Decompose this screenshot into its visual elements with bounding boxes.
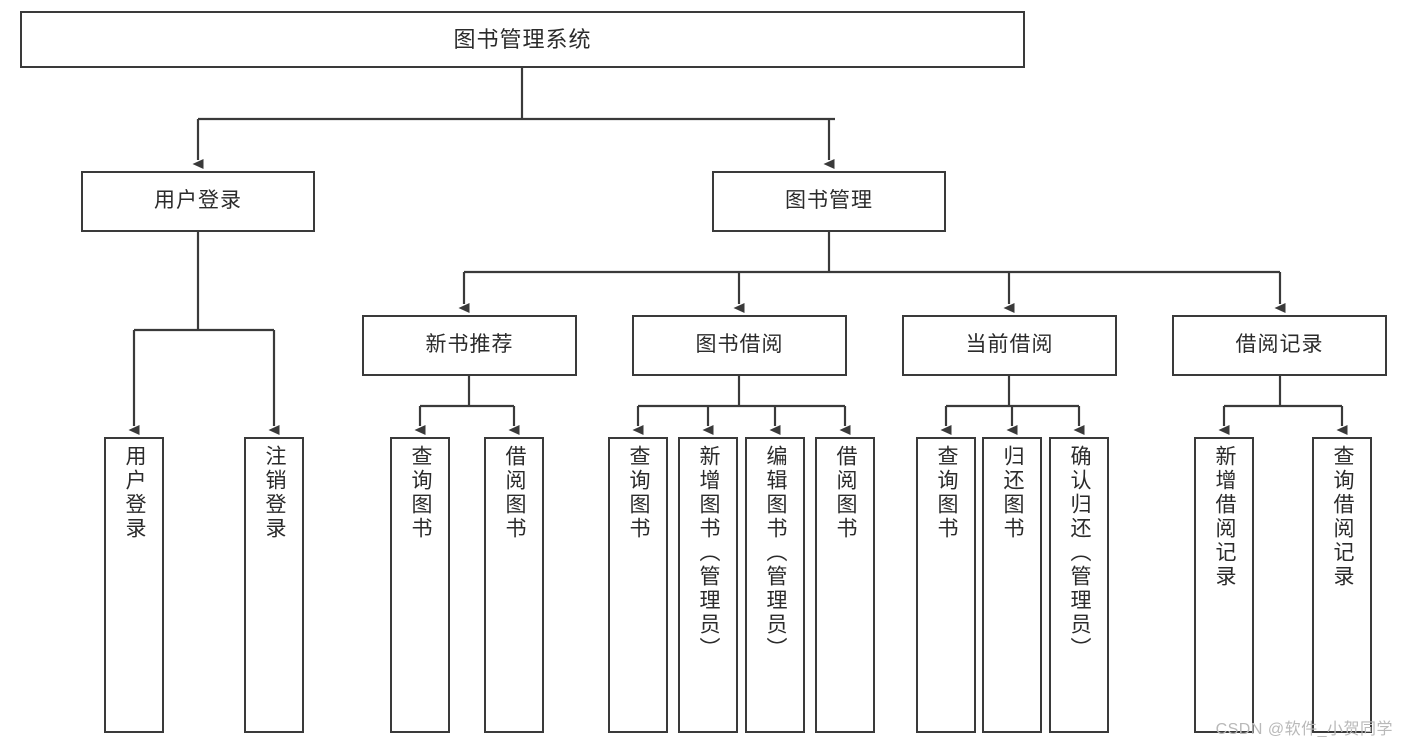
- node-book-manage[interactable]: 图书管理: [712, 171, 946, 232]
- node-leaf-logout[interactable]: 注销登录: [244, 437, 304, 733]
- node-label: 查询图书: [409, 445, 433, 541]
- node-label: 注销登录: [263, 445, 287, 541]
- node-leaf-add-book[interactable]: 新增图书（管理员）: [678, 437, 738, 733]
- node-label: 借阅图书: [503, 445, 527, 541]
- node-leaf-borrow-book[interactable]: 借阅图书: [815, 437, 875, 733]
- node-leaf-user-login[interactable]: 用户登录: [104, 437, 164, 733]
- node-leaf-query-book-current[interactable]: 查询图书: [916, 437, 976, 733]
- node-label: 新书推荐: [425, 333, 514, 357]
- node-label: 图书借阅: [695, 333, 784, 357]
- node-root-system[interactable]: 图书管理系统: [20, 11, 1025, 68]
- node-label: 编辑图书（管理员）: [764, 445, 788, 661]
- node-label: 用户登录: [123, 445, 147, 541]
- csdn-watermark: CSDN @软件_小贺同学: [1215, 721, 1393, 738]
- node-label: 借阅图书: [834, 445, 858, 541]
- node-current-borrow[interactable]: 当前借阅: [902, 315, 1117, 376]
- node-label: 确认归还（管理员）: [1068, 445, 1092, 661]
- node-label: 查询图书: [935, 445, 959, 541]
- node-label: 新增借阅记录: [1213, 445, 1237, 589]
- node-label: 借阅记录: [1235, 333, 1324, 357]
- node-new-book-recommend[interactable]: 新书推荐: [362, 315, 577, 376]
- node-label: 用户登录: [154, 189, 242, 213]
- node-leaf-query-book-recommend[interactable]: 查询图书: [390, 437, 450, 733]
- node-label: 查询图书: [627, 445, 651, 541]
- node-borrow-record[interactable]: 借阅记录: [1172, 315, 1387, 376]
- node-leaf-edit-book[interactable]: 编辑图书（管理员）: [745, 437, 805, 733]
- node-label: 新增图书（管理员）: [697, 445, 721, 661]
- node-user-login[interactable]: 用户登录: [81, 171, 315, 232]
- node-label: 查询借阅记录: [1331, 445, 1355, 589]
- node-leaf-query-book-borrow[interactable]: 查询图书: [608, 437, 668, 733]
- node-book-borrow[interactable]: 图书借阅: [632, 315, 847, 376]
- node-leaf-query-borrow-record[interactable]: 查询借阅记录: [1312, 437, 1372, 733]
- node-label: 图书管理系统: [453, 26, 592, 52]
- node-label: 归还图书: [1001, 445, 1025, 541]
- node-label: 图书管理: [785, 189, 873, 213]
- node-leaf-borrow-book-recommend[interactable]: 借阅图书: [484, 437, 544, 733]
- node-leaf-add-borrow-record[interactable]: 新增借阅记录: [1194, 437, 1254, 733]
- node-leaf-return-book[interactable]: 归还图书: [982, 437, 1042, 733]
- node-leaf-confirm-return[interactable]: 确认归还（管理员）: [1049, 437, 1109, 733]
- node-label: 当前借阅: [965, 333, 1054, 357]
